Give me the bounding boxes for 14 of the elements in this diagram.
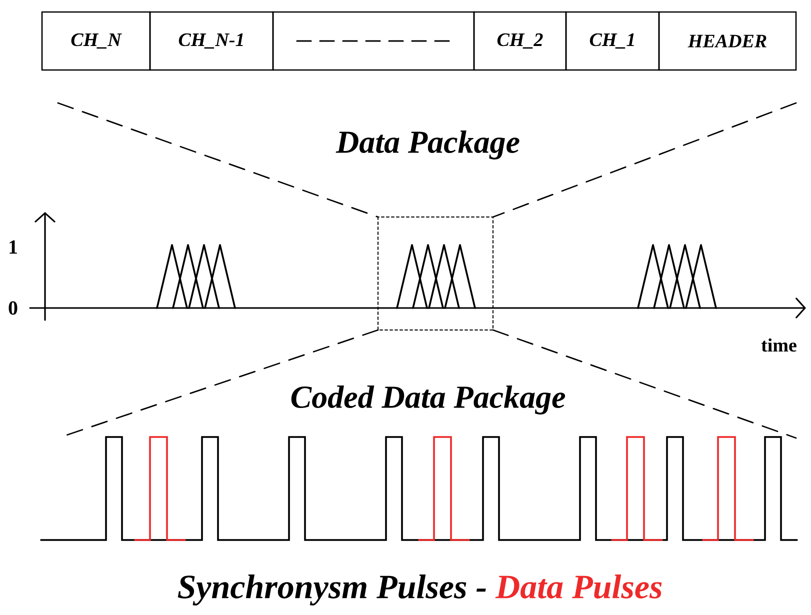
title: Coded Data Package xyxy=(291,386,566,414)
legend-text: Data Pulses xyxy=(495,574,662,598)
cell: HEADER xyxy=(658,11,797,71)
axis-label: time xyxy=(761,338,796,352)
tick-label: 1 xyxy=(10,240,17,254)
cell: CH_N xyxy=(41,11,151,71)
dashed-cell xyxy=(272,11,475,71)
cell: CH_1 xyxy=(565,11,660,71)
separator: - xyxy=(476,588,486,592)
cell: CH_N-1 xyxy=(149,11,274,71)
legend-text: Synchronysm Pulses xyxy=(178,574,466,606)
cell: CH_2 xyxy=(473,11,567,71)
tick-label: 0 xyxy=(8,301,18,315)
title: Data Package xyxy=(336,130,520,160)
